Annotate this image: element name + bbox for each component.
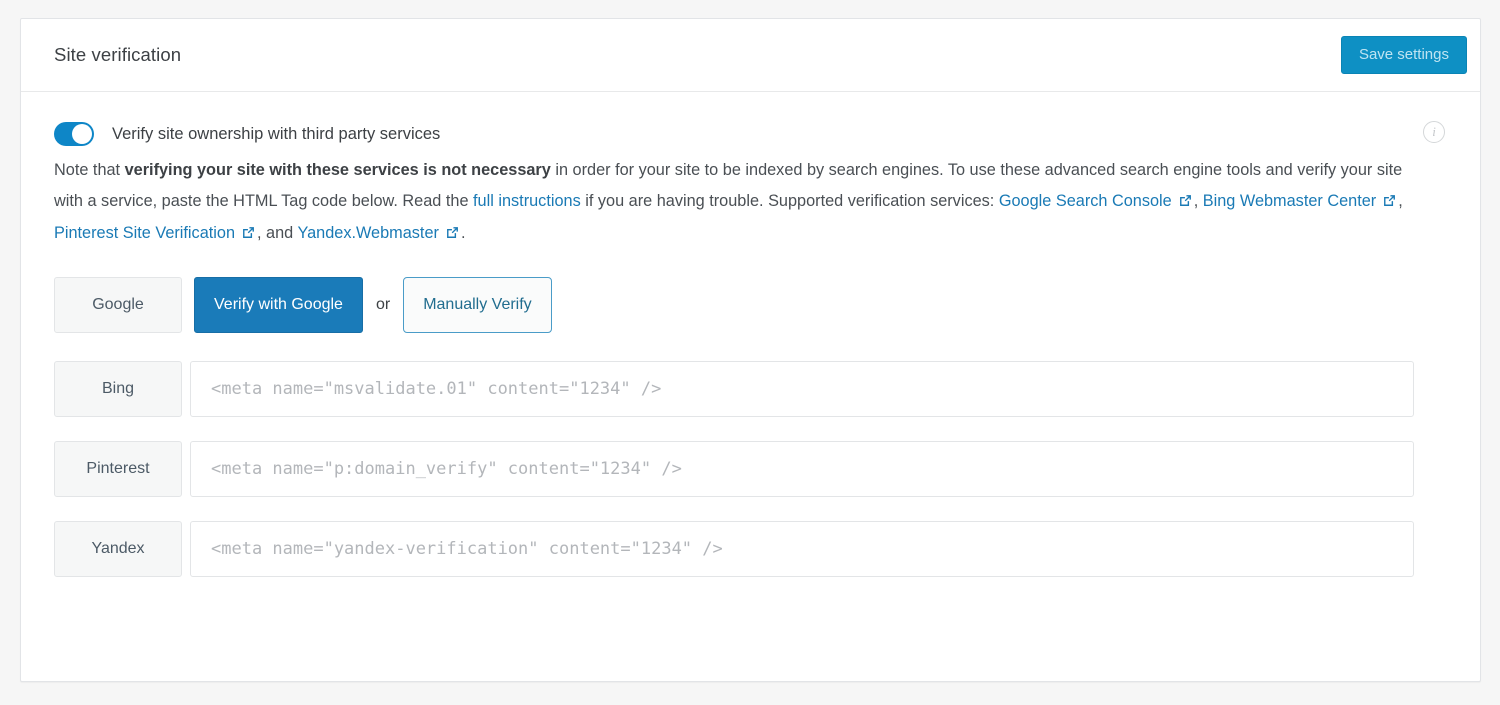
desc-part-3: if you are having trouble. Supported ver… [580, 191, 999, 210]
bing-meta-tag-input[interactable]: <meta name="msvalidate.01" content="1234… [190, 360, 1414, 417]
description-text: Note that verifying your site with these… [54, 155, 1409, 251]
google-search-console-link[interactable]: Google Search Console [998, 191, 1172, 210]
desc-part-2: in order for your site to be indexed by … [54, 161, 1403, 210]
desc-sep-1: , [1193, 191, 1203, 210]
google-service-label: Google [54, 276, 182, 333]
google-verification-row: Google Verify with Google or Manually Ve… [54, 276, 1447, 333]
desc-bold: verifying your site with these services … [124, 161, 551, 179]
bing-webmaster-center-link[interactable]: Bing Webmaster Center [1202, 191, 1377, 210]
verify-ownership-toggle-row: Verify site ownership with third party s… [54, 122, 1447, 146]
desc-sep-3: , and [257, 224, 298, 242]
page-title: Site verification [54, 44, 182, 65]
bing-service-label: Bing [54, 360, 182, 417]
desc-sep-2: , [1398, 191, 1403, 210]
external-link-icon [1178, 188, 1193, 219]
desc-end: . [460, 224, 466, 242]
pinterest-verification-row: Pinterest <meta name="p:domain_verify" c… [54, 440, 1447, 497]
desc-part-1: Note that [54, 161, 125, 179]
yandex-service-label: Yandex [54, 520, 182, 577]
external-link-icon [241, 220, 256, 251]
yandex-verification-row: Yandex <meta name="yandex-verification" … [54, 520, 1447, 577]
pinterest-site-verification-link[interactable]: Pinterest Site Verification [54, 224, 235, 242]
or-separator-label: or [375, 295, 391, 313]
yandex-webmaster-link[interactable]: Yandex.Webmaster [297, 224, 439, 242]
manually-verify-button[interactable]: Manually Verify [403, 276, 552, 333]
full-instructions-link[interactable]: full instructions [473, 191, 581, 210]
card-header: Site verification Save settings [21, 19, 1480, 92]
verify-ownership-toggle[interactable] [54, 122, 94, 146]
pinterest-service-label: Pinterest [54, 440, 182, 497]
save-settings-button[interactable]: Save settings [1340, 36, 1467, 74]
info-icon[interactable]: i [1423, 121, 1445, 143]
verify-with-google-button[interactable]: Verify with Google [194, 276, 363, 333]
external-link-icon [445, 220, 460, 251]
toggle-label: Verify site ownership with third party s… [112, 124, 441, 143]
site-verification-card: Site verification Save settings i Verify… [20, 18, 1481, 682]
pinterest-meta-tag-input[interactable]: <meta name="p:domain_verify" content="12… [190, 440, 1414, 497]
external-link-icon [1382, 188, 1397, 219]
yandex-meta-tag-input[interactable]: <meta name="yandex-verification" content… [190, 520, 1414, 577]
bing-verification-row: Bing <meta name="msvalidate.01" content=… [54, 360, 1447, 417]
card-body: i Verify site ownership with third party… [21, 92, 1480, 577]
toggle-knob [72, 124, 92, 144]
